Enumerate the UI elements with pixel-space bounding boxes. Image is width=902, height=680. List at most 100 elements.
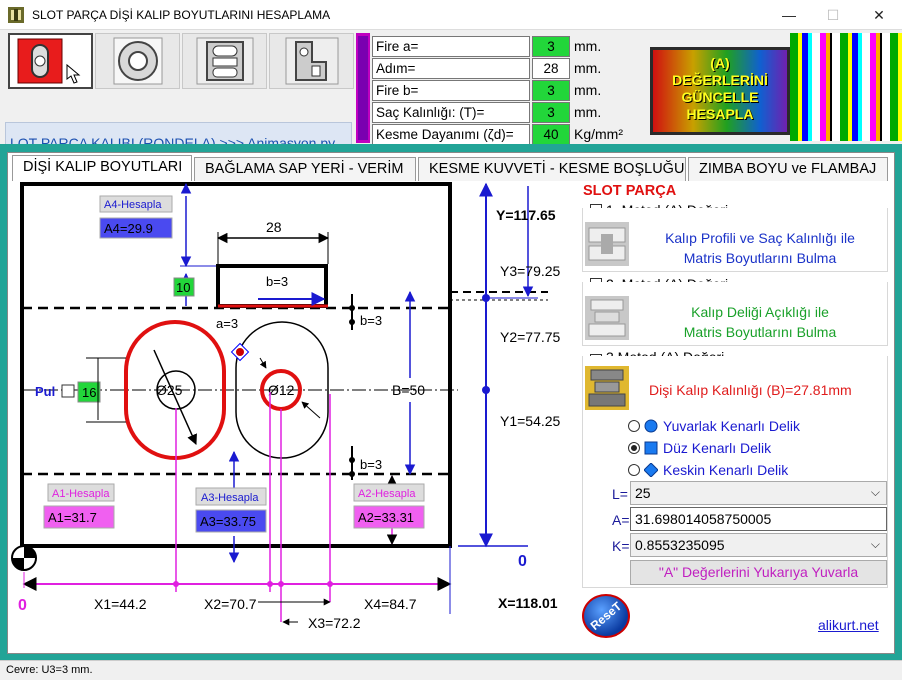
method3-die-icon [585, 366, 629, 410]
L-select[interactable]: 25⌵ [630, 481, 887, 505]
die-drawing: 28 b=3 A4-Hesapla A4=29.9 10 Ø25 Ø12 a=3… [11, 182, 561, 630]
reset-label: ReseT [587, 599, 625, 633]
method2-description: Kalıp Deliği Açıklığı ile Matris Boyutla… [633, 302, 887, 342]
param-value-input[interactable]: 3 [532, 102, 570, 123]
K-label: K= [612, 538, 630, 554]
param-unit: mm. [574, 60, 602, 76]
a2-value: A2=33.31 [358, 510, 414, 525]
status-text: Cevre: U3=3 mm. [6, 664, 93, 676]
K-select[interactable]: 0.8553235095⌵ [630, 533, 887, 557]
hole-type-option[interactable]: Düz Kenarlı Delik [628, 440, 771, 458]
K-value: 0.8553235095 [635, 537, 725, 553]
param-decoration-left-inner [358, 36, 368, 140]
param-value-input[interactable]: 3 [532, 36, 570, 57]
a3-value: A3=33.75 [200, 514, 256, 529]
a2-button-label: A2-Hesapla [358, 488, 416, 500]
y-zero-label: 0 [518, 553, 527, 570]
pul-value: 16 [82, 385, 96, 400]
method1-die-icon [585, 222, 629, 266]
x-total: X=118.01 [498, 595, 558, 611]
slot-washer-tool-icon [17, 38, 81, 84]
param-value-input[interactable]: 3 [532, 80, 570, 101]
gap-10-label: 10 [176, 280, 190, 295]
param-value-input[interactable]: 40 [532, 124, 570, 145]
status-bar: Cevre: U3=3 mm. [0, 660, 902, 680]
a3-label: a=3 [216, 316, 238, 331]
method2-panel: Kalıp Deliği Açıklığı ile Matris Boyutla… [582, 282, 888, 346]
diamond-icon [643, 462, 659, 480]
reset-button[interactable]: ReseT [582, 594, 630, 638]
a3-calc-button[interactable] [195, 487, 267, 506]
method2-desc-2: Matris Boyutlarını Bulma [683, 324, 837, 340]
a3-value-box [195, 509, 267, 533]
x2-label: X2=70.7 [204, 596, 257, 612]
param-label: Adım= [372, 58, 530, 79]
b3-top-label: b=3 [266, 274, 288, 289]
b3-mid-label: b=3 [360, 313, 382, 328]
alikurt-link[interactable]: alikurt.net [818, 617, 879, 633]
hole-type-label: Yuvarlak Kenarlı Delik [663, 418, 800, 434]
radio-icon [628, 464, 640, 476]
slot-washer-tool-button[interactable] [8, 33, 93, 89]
method1-desc-2: Matris Boyutlarını Bulma [683, 250, 837, 266]
slot-heading: SLOT PARÇA [583, 183, 677, 199]
round-washer-tool-icon [113, 37, 163, 85]
method3-thickness: Dişi Kalıp Kalınlığı (B)=27.81mm [649, 382, 852, 398]
param-label: Fire b= [372, 80, 530, 101]
tab-0[interactable]: DİŞİ KALIP BOYUTLARI [12, 155, 192, 181]
b3-bot-label: b=3 [360, 457, 382, 472]
a2-calc-button[interactable] [353, 483, 425, 502]
close-button[interactable]: ✕ [873, 7, 885, 23]
diameter-25-label: Ø25 [156, 382, 183, 398]
A-input[interactable]: 31.698014058750005 [630, 507, 887, 531]
minimize-button[interactable]: — [782, 7, 796, 23]
L-value: 25 [635, 485, 651, 501]
method2-desc-1: Kalıp Deliği Açıklığı ile [691, 304, 829, 320]
update-label-3: GÜNCELLE [681, 89, 759, 105]
diameter-12-label: Ø12 [268, 382, 295, 398]
tab-3[interactable]: ZIMBA BOYU ve FLAMBAJ [688, 157, 888, 181]
chain-link-tool-button[interactable] [182, 33, 267, 89]
param-value-input[interactable]: 28 [532, 58, 570, 79]
a4-calc-button[interactable] [99, 195, 173, 213]
maximize-button[interactable]: ☐ [826, 7, 840, 23]
hole-type-option[interactable]: Keskin Kenarlı Delik [628, 462, 788, 480]
a1-calc-button[interactable] [47, 483, 115, 502]
radio-icon [628, 442, 640, 454]
tab-1[interactable]: BAĞLAMA SAP YERİ - VERİM [194, 157, 416, 181]
title-bar: SLOT PARÇA DİŞİ KALIP BOYUTLARINI HESAPL… [0, 0, 902, 30]
app-icon [8, 7, 24, 23]
pul-label: Pul [35, 384, 55, 399]
y-total: Y=117.65 [496, 207, 556, 223]
round-washer-tool-button[interactable] [95, 33, 180, 89]
update-label-4: HESAPLA [686, 106, 754, 122]
a4-value-box [99, 217, 173, 239]
chain-link-tool-icon [196, 37, 254, 85]
x-zero-label: 0 [18, 597, 27, 614]
b50-label: B=50 [392, 382, 425, 398]
round-up-button[interactable]: "A" Değerlerini Yukarıya Yuvarla [630, 560, 887, 585]
die-outline [20, 182, 452, 548]
x3-label: X3=72.2 [308, 615, 361, 630]
param-unit: mm. [574, 38, 602, 54]
a1-button-label: A1-Hesapla [52, 488, 110, 500]
bracket-tool-button[interactable] [269, 33, 354, 89]
a2-value-box [353, 505, 425, 529]
hole-type-option[interactable]: Yuvarlak Kenarlı Delik [628, 418, 800, 436]
A-label: A= [612, 512, 630, 528]
param-unit: mm. [574, 104, 602, 120]
param-unit: mm. [574, 82, 602, 98]
a1-value: A1=31.7 [48, 510, 97, 525]
x1-label: X1=44.2 [94, 596, 147, 612]
pul-checkbox[interactable] [61, 384, 75, 398]
circle-icon [644, 419, 658, 436]
tab-2[interactable]: KESME KUVVETİ - KESME BOŞLUĞU [418, 157, 686, 181]
A-value: 31.698014058750005 [635, 511, 772, 527]
method2-die-icon [585, 296, 629, 340]
update-label-2: DEĞERLERİNİ [672, 72, 768, 88]
a1-value-box [43, 505, 115, 529]
param-label: Fire a= [372, 36, 530, 57]
hole-type-label: Düz Kenarlı Delik [663, 440, 772, 456]
method1-description: Kalıp Profili ve Saç Kalınlığı ile Matri… [633, 228, 887, 268]
update-calculate-button[interactable]: (A) DEĞERLERİNİ GÜNCELLE HESAPLA [650, 47, 790, 135]
